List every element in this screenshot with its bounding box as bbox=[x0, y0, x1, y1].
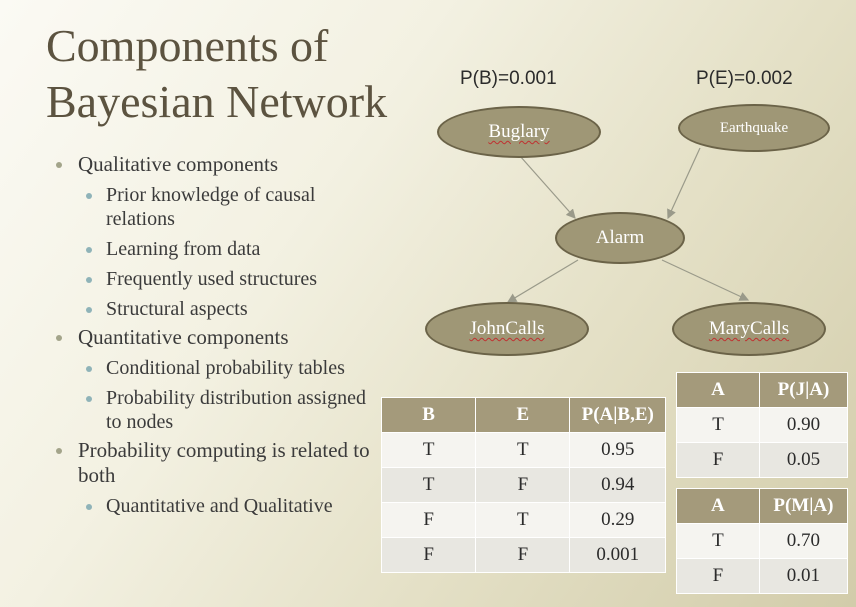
table-row: F T 0.29 bbox=[380, 502, 666, 538]
slide-title-line1: Components of bbox=[46, 20, 329, 71]
prior-earthquake-label: P(E)=0.002 bbox=[696, 68, 793, 89]
bullet-item: Qualitative components bbox=[52, 152, 382, 177]
node-burglary: Buglary bbox=[437, 106, 601, 158]
sub-bullet-item: Quantitative and Qualitative bbox=[52, 494, 382, 518]
table-cell: 0.70 bbox=[758, 523, 849, 559]
table-cell: T bbox=[380, 467, 477, 503]
table-header: B bbox=[380, 397, 477, 433]
table-header: E bbox=[475, 397, 571, 433]
sub-bullet-item: Probability distribution assigned to nod… bbox=[52, 386, 382, 434]
table-cell: 0.05 bbox=[759, 442, 848, 478]
node-earthquake-label: Earthquake bbox=[719, 119, 789, 136]
table-header: P(A|B,E) bbox=[569, 397, 666, 433]
cpt-alarm-table: B E P(A|B,E) T T 0.95 T F 0.94 F T 0.29 … bbox=[380, 397, 666, 573]
sub-bullet-item: Conditional probability tables bbox=[52, 356, 382, 380]
sub-bullet-item: Prior knowledge of causal relations bbox=[52, 183, 382, 231]
slide-title: Components of Bayesian Network bbox=[46, 18, 387, 130]
node-johncalls-label: JohnCalls bbox=[469, 318, 545, 339]
table-header: A bbox=[675, 372, 761, 408]
sub-bullet-item: Frequently used structures bbox=[52, 267, 382, 291]
table-cell: F bbox=[676, 558, 760, 594]
table-cell: T bbox=[675, 407, 761, 443]
cpt-john-table: A P(J|A) T 0.90 F 0.05 bbox=[675, 372, 848, 478]
sub-bullet-item: Structural aspects bbox=[52, 297, 382, 321]
prior-burglary-label: P(B)=0.001 bbox=[460, 68, 557, 89]
table-row: T T 0.95 bbox=[380, 432, 666, 468]
slide-title-line2: Bayesian Network bbox=[46, 76, 388, 127]
table-row: T 0.90 bbox=[675, 407, 848, 443]
node-burglary-label: Buglary bbox=[488, 121, 550, 142]
node-johncalls: JohnCalls bbox=[425, 302, 589, 356]
bullet-item: Quantitative components bbox=[52, 325, 382, 350]
table-row: T 0.70 bbox=[676, 523, 849, 559]
table-cell: 0.01 bbox=[758, 558, 849, 594]
table-cell: 0.29 bbox=[569, 502, 666, 538]
table-header: A bbox=[676, 488, 760, 524]
table-cell: 0.001 bbox=[569, 537, 666, 573]
node-marycalls: MaryCalls bbox=[672, 302, 826, 356]
table-cell: T bbox=[380, 432, 477, 468]
node-alarm-label: Alarm bbox=[595, 227, 645, 248]
table-cell: F bbox=[475, 537, 571, 573]
cpt-mary-table: A P(M|A) T 0.70 F 0.01 bbox=[676, 488, 849, 594]
table-cell: F bbox=[380, 537, 477, 573]
table-cell: T bbox=[475, 432, 571, 468]
table-cell: 0.94 bbox=[569, 467, 666, 503]
table-row: F 0.01 bbox=[676, 558, 849, 594]
sub-bullet-item: Learning from data bbox=[52, 237, 382, 261]
table-header: P(J|A) bbox=[759, 372, 848, 408]
node-earthquake: Earthquake bbox=[678, 104, 830, 152]
table-cell: T bbox=[676, 523, 760, 559]
edge-burglary-alarm bbox=[519, 155, 576, 219]
table-header: P(M|A) bbox=[758, 488, 849, 524]
table-cell: F bbox=[675, 442, 761, 478]
table-row: F 0.05 bbox=[675, 442, 848, 478]
edge-alarm-mary bbox=[661, 259, 750, 301]
table-cell: F bbox=[380, 502, 477, 538]
table-row: T F 0.94 bbox=[380, 467, 666, 503]
table-cell: T bbox=[475, 502, 571, 538]
node-alarm: Alarm bbox=[555, 212, 685, 264]
bullet-item: Probability computing is related to both bbox=[52, 438, 382, 488]
table-cell: 0.95 bbox=[569, 432, 666, 468]
edge-earthquake-alarm bbox=[667, 147, 701, 220]
bullet-list: Qualitative components Prior knowledge o… bbox=[52, 148, 382, 518]
node-marycalls-label: MaryCalls bbox=[708, 318, 790, 339]
edge-alarm-john bbox=[506, 259, 579, 303]
table-row: F F 0.001 bbox=[380, 537, 666, 573]
table-cell: 0.90 bbox=[759, 407, 848, 443]
table-cell: F bbox=[475, 467, 571, 503]
